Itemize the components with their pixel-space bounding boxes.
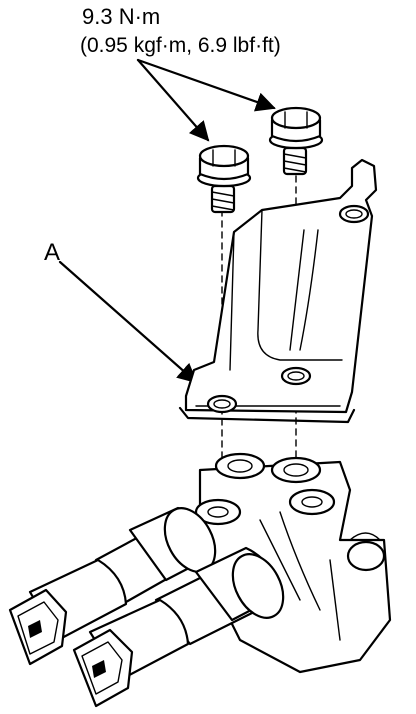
torque-spec-label: 9.3 N·m (0.95 kgf·m, 6.9 lbf·ft)	[80, 4, 281, 57]
torque-value-text: 9.3 N·m	[82, 4, 160, 29]
mounting-bracket	[178, 158, 378, 424]
solenoid-valve-assembly	[194, 452, 392, 674]
callout-a-leader	[58, 260, 198, 384]
callout-a: A	[44, 239, 198, 384]
torque-alt-units-text: (0.95 kgf·m, 6.9 lbf·ft)	[80, 34, 281, 57]
leader-arrow-left-bolt	[136, 58, 210, 142]
torque-leader-arrows	[136, 58, 276, 142]
leader-arrow-right-bolt	[136, 58, 276, 112]
callout-a-letter: A	[44, 239, 60, 266]
solenoid-lower	[72, 546, 285, 708]
bolt-right	[268, 106, 324, 176]
bolt-left	[196, 144, 252, 214]
solenoid-upper	[8, 506, 217, 666]
